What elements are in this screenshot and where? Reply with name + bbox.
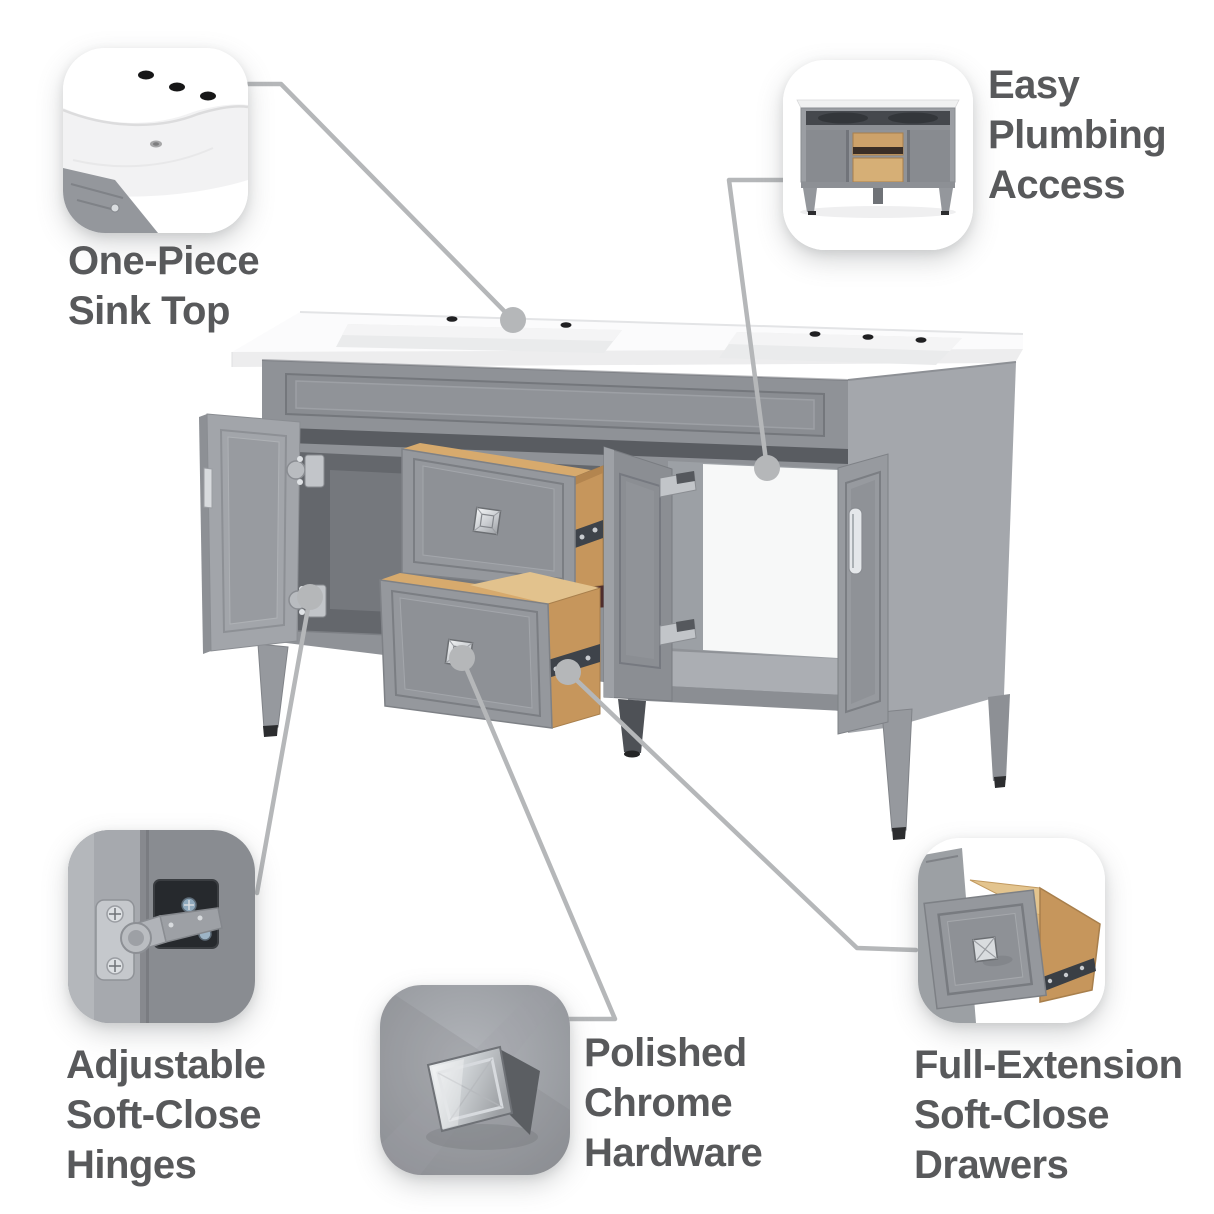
callout-thumb-sink-top bbox=[63, 48, 248, 233]
vanity-photo bbox=[199, 311, 1024, 840]
callout-dot-plumbing bbox=[754, 455, 780, 481]
label-line: Hardware bbox=[584, 1131, 763, 1175]
callout-dot-hinges bbox=[297, 584, 323, 610]
leader-line-sink-top bbox=[245, 81, 516, 323]
plumbing-access-photo bbox=[783, 60, 973, 250]
label-line: Polished bbox=[584, 1031, 747, 1075]
callout-dot-sink-top bbox=[500, 307, 526, 333]
label-line: Easy bbox=[988, 63, 1080, 107]
callout-label-hinges: Adjustable Soft-Close Hinges bbox=[66, 1040, 266, 1190]
leader-line-hinges bbox=[254, 594, 313, 896]
callout-thumb-hinges bbox=[68, 830, 255, 1023]
callout-label-drawers: Full-Extension Soft-Close Drawers bbox=[914, 1040, 1183, 1190]
drawer-photo bbox=[918, 838, 1105, 1023]
leader-line-hardware bbox=[459, 655, 618, 1022]
label-line: Chrome bbox=[584, 1081, 733, 1125]
label-line: Full-Extension bbox=[914, 1043, 1183, 1087]
callout-label-plumbing: Easy Plumbing Access bbox=[988, 60, 1167, 210]
hinge-photo bbox=[68, 830, 255, 1023]
label-line: Drawers bbox=[914, 1143, 1069, 1187]
label-line: Soft-Close bbox=[914, 1093, 1109, 1137]
chrome-knob-photo bbox=[380, 985, 570, 1175]
callout-label-sink-top: One-Piece Sink Top bbox=[68, 236, 260, 336]
label-line: Adjustable bbox=[66, 1043, 266, 1087]
label-line: Sink Top bbox=[68, 289, 230, 333]
label-line: Soft-Close bbox=[66, 1093, 262, 1137]
label-line: Hinges bbox=[66, 1143, 197, 1187]
label-line: Access bbox=[988, 163, 1126, 207]
callout-thumb-hardware bbox=[380, 985, 570, 1175]
callout-thumb-plumbing bbox=[783, 60, 973, 250]
sink-top-photo bbox=[63, 48, 248, 233]
callout-label-hardware: Polished Chrome Hardware bbox=[584, 1028, 763, 1178]
callout-dot-drawers bbox=[555, 659, 581, 685]
leader-line-drawers bbox=[565, 669, 919, 953]
leader-line-plumbing bbox=[726, 177, 786, 471]
hinge-top bbox=[286, 454, 325, 488]
callout-dot-hardware bbox=[449, 645, 475, 671]
callout-thumb-drawers bbox=[918, 838, 1105, 1023]
label-line: One-Piece bbox=[68, 239, 260, 283]
label-line: Plumbing bbox=[988, 113, 1167, 157]
